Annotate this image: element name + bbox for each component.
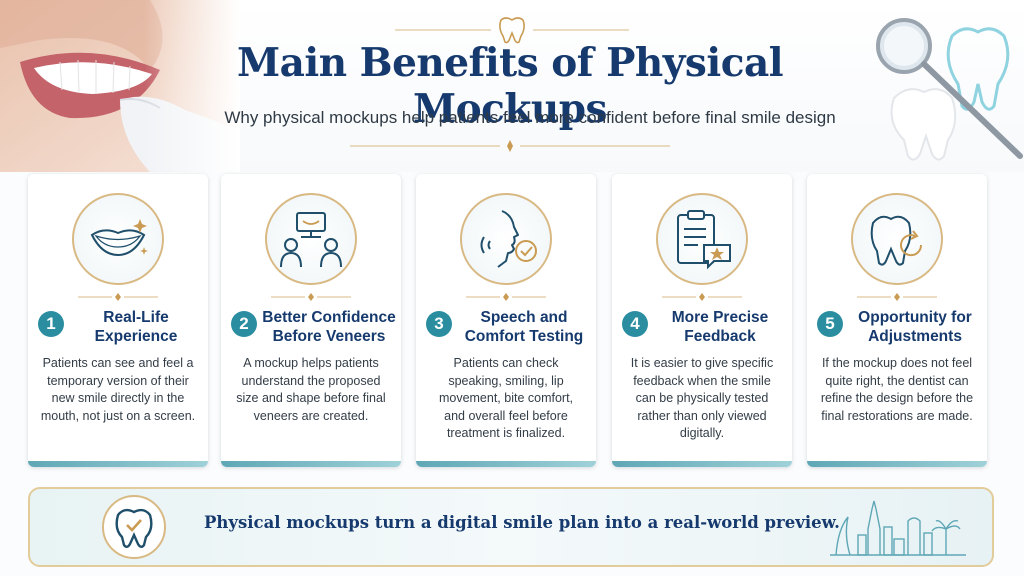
card-title: Real-Life Experience <box>94 309 178 345</box>
card-description: Patients can check speaking, smiling, li… <box>438 356 574 440</box>
speech-profile-icon <box>460 193 552 285</box>
card-description: It is easier to give specific feedback w… <box>630 356 774 440</box>
header: Main Benefits of Physical Mockups Why ph… <box>0 0 1024 172</box>
card-description: A mockup helps patients understand the p… <box>236 356 386 423</box>
summary-banner: Physical mockups turn a digital smile pl… <box>28 487 994 567</box>
card-title: More Precise Feedback <box>671 309 769 345</box>
card-number: 2 <box>231 311 257 337</box>
benefit-card-4: 4 More Precise Feedback It is easier to … <box>612 174 792 467</box>
card-number: 3 <box>426 311 452 337</box>
card-number: 1 <box>38 311 64 337</box>
smile-lips-icon <box>72 193 164 285</box>
card-title: Better Confidence Before Veneers <box>262 309 396 345</box>
card-title: Opportunity for Adjustments <box>858 309 972 345</box>
page-title: Main Benefits of Physical Mockups <box>236 40 784 132</box>
benefit-card-5: 5 Opportunity for Adjustments If the moc… <box>807 174 987 467</box>
smile-photo <box>0 0 240 172</box>
card-divider <box>78 293 158 301</box>
benefit-card-1: 1 Real-Life Experience Patients can see … <box>28 174 208 467</box>
card-description: If the mockup does not feel quite right,… <box>820 356 974 423</box>
benefit-card-3: 3 Speech and Comfort Testing Patients ca… <box>416 174 596 467</box>
page-subtitle: Why physical mockups help patients feel … <box>224 108 836 127</box>
card-divider <box>662 293 742 301</box>
card-number: 5 <box>817 311 843 337</box>
benefit-card-2: 2 Better Confidence Before Veneers A moc… <box>221 174 401 467</box>
tooth-refresh-icon <box>851 193 943 285</box>
consultation-screen-icon <box>265 193 357 285</box>
card-divider <box>466 293 546 301</box>
card-description: Patients can see and feel a temporary ve… <box>40 356 196 423</box>
tooth-ornament <box>395 17 629 44</box>
banner-text: Physical mockups turn a digital smile pl… <box>204 513 840 532</box>
card-divider <box>857 293 937 301</box>
card-divider <box>271 293 351 301</box>
dental-mirror-tooth-icon <box>876 18 1023 161</box>
divider-ornament <box>350 140 670 152</box>
card-number: 4 <box>622 311 648 337</box>
clipboard-feedback-icon <box>656 193 748 285</box>
tooth-check-icon <box>102 495 166 559</box>
card-title: Speech and Comfort Testing <box>464 309 584 345</box>
skyline-icon <box>830 500 966 556</box>
